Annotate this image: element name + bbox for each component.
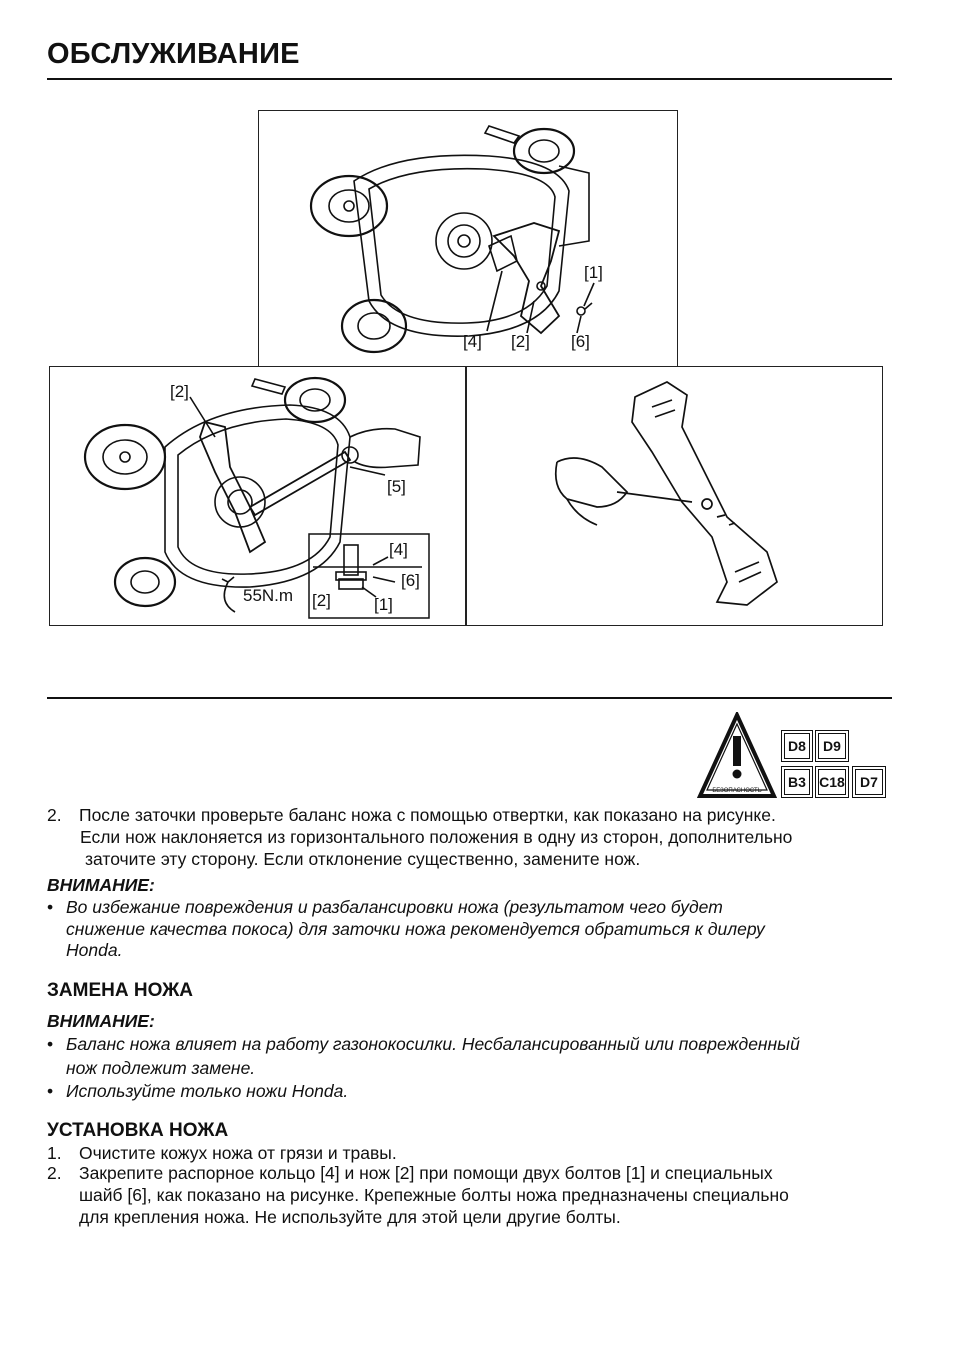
safety-code: B3 [781, 766, 813, 798]
safety-code: D8 [781, 730, 813, 762]
figure-blade-install: [2] [5] [4] [6] [2] [1] 55N.m [49, 366, 466, 626]
bullet: • [47, 897, 54, 917]
callout-2-inset: [2] [312, 591, 331, 610]
callout-6-inset: [6] [401, 571, 420, 590]
bullet: • [47, 1081, 54, 1101]
balance-step-line: Если нож наклоняется из горизонтального … [80, 827, 793, 847]
install-step-line: Закрепите распорное кольцо [4] и нож [2]… [79, 1163, 773, 1183]
blade-balance-drawing [554, 381, 778, 606]
callout-4-inset: [4] [389, 540, 408, 559]
figure-mower-underside: [1] [4] [2] [6] [258, 110, 678, 368]
balance-step-number: 2. [47, 805, 62, 825]
caution-line: Используйте только ножи Honda. [66, 1081, 349, 1101]
safety-badge: БЕЗОПАСНОСТЬ D8 D9 B3 C18 D7 [697, 712, 887, 800]
safety-caption: БЕЗОПАСНОСТЬ [712, 788, 761, 794]
install-step-line: шайб [6], как показано на рисунке. Крепе… [79, 1185, 789, 1205]
caution-line: Во избежание повреждения и разбалансиров… [66, 897, 723, 917]
blade-install-drawing: [2] [5] [4] [6] [2] [1] 55N.m [83, 376, 430, 619]
callout-6: [6] [571, 332, 590, 351]
callout-5: [5] [387, 477, 406, 496]
install-step-number: 2. [47, 1163, 62, 1183]
balance-step-line: заточите эту сторону. Если отклонение су… [85, 849, 641, 869]
install-step-line: Очистите кожух ножа от грязи и травы. [79, 1143, 397, 1163]
warning-triangle-icon: БЕЗОПАСНОСТЬ [697, 712, 777, 798]
mower-underside-drawing: [1] [4] [2] [6] [309, 125, 603, 354]
caution-title: ВНИМАНИЕ: [47, 1011, 155, 1031]
caution-line: снижение качества покоса) для заточки но… [66, 919, 765, 939]
balance-step-line: После заточки проверьте баланс ножа с по… [79, 805, 776, 825]
page-title: ОБСЛУЖИВАНИЕ [47, 38, 300, 70]
callout-1: [1] [584, 263, 603, 282]
callout-1-inset: [1] [374, 595, 393, 614]
safety-code: D7 [852, 766, 886, 798]
caution-title: ВНИМАНИЕ: [47, 875, 155, 895]
title-rule [47, 78, 892, 80]
torque-label: 55N.m [243, 586, 293, 605]
safety-code: C18 [815, 766, 849, 798]
caution-line: Баланс ножа влияет на работу газонокосил… [66, 1034, 800, 1054]
figure-blade-balance [466, 366, 883, 626]
callout-4: [4] [463, 332, 482, 351]
install-step-number: 1. [47, 1143, 62, 1163]
caution-line: нож подлежит замене. [66, 1058, 256, 1078]
caution-line: Honda. [66, 940, 123, 960]
callout-2-top: [2] [170, 382, 189, 401]
bullet: • [47, 1034, 54, 1054]
safety-code: D9 [815, 730, 849, 762]
section-heading-install: УСТАНОВКА НОЖА [47, 1120, 229, 1141]
section-heading-replace: ЗАМЕНА НОЖА [47, 980, 193, 1001]
install-step-line: для крепления ножа. Не используйте для э… [79, 1207, 621, 1227]
section-rule [47, 697, 892, 699]
callout-2: [2] [511, 332, 530, 351]
